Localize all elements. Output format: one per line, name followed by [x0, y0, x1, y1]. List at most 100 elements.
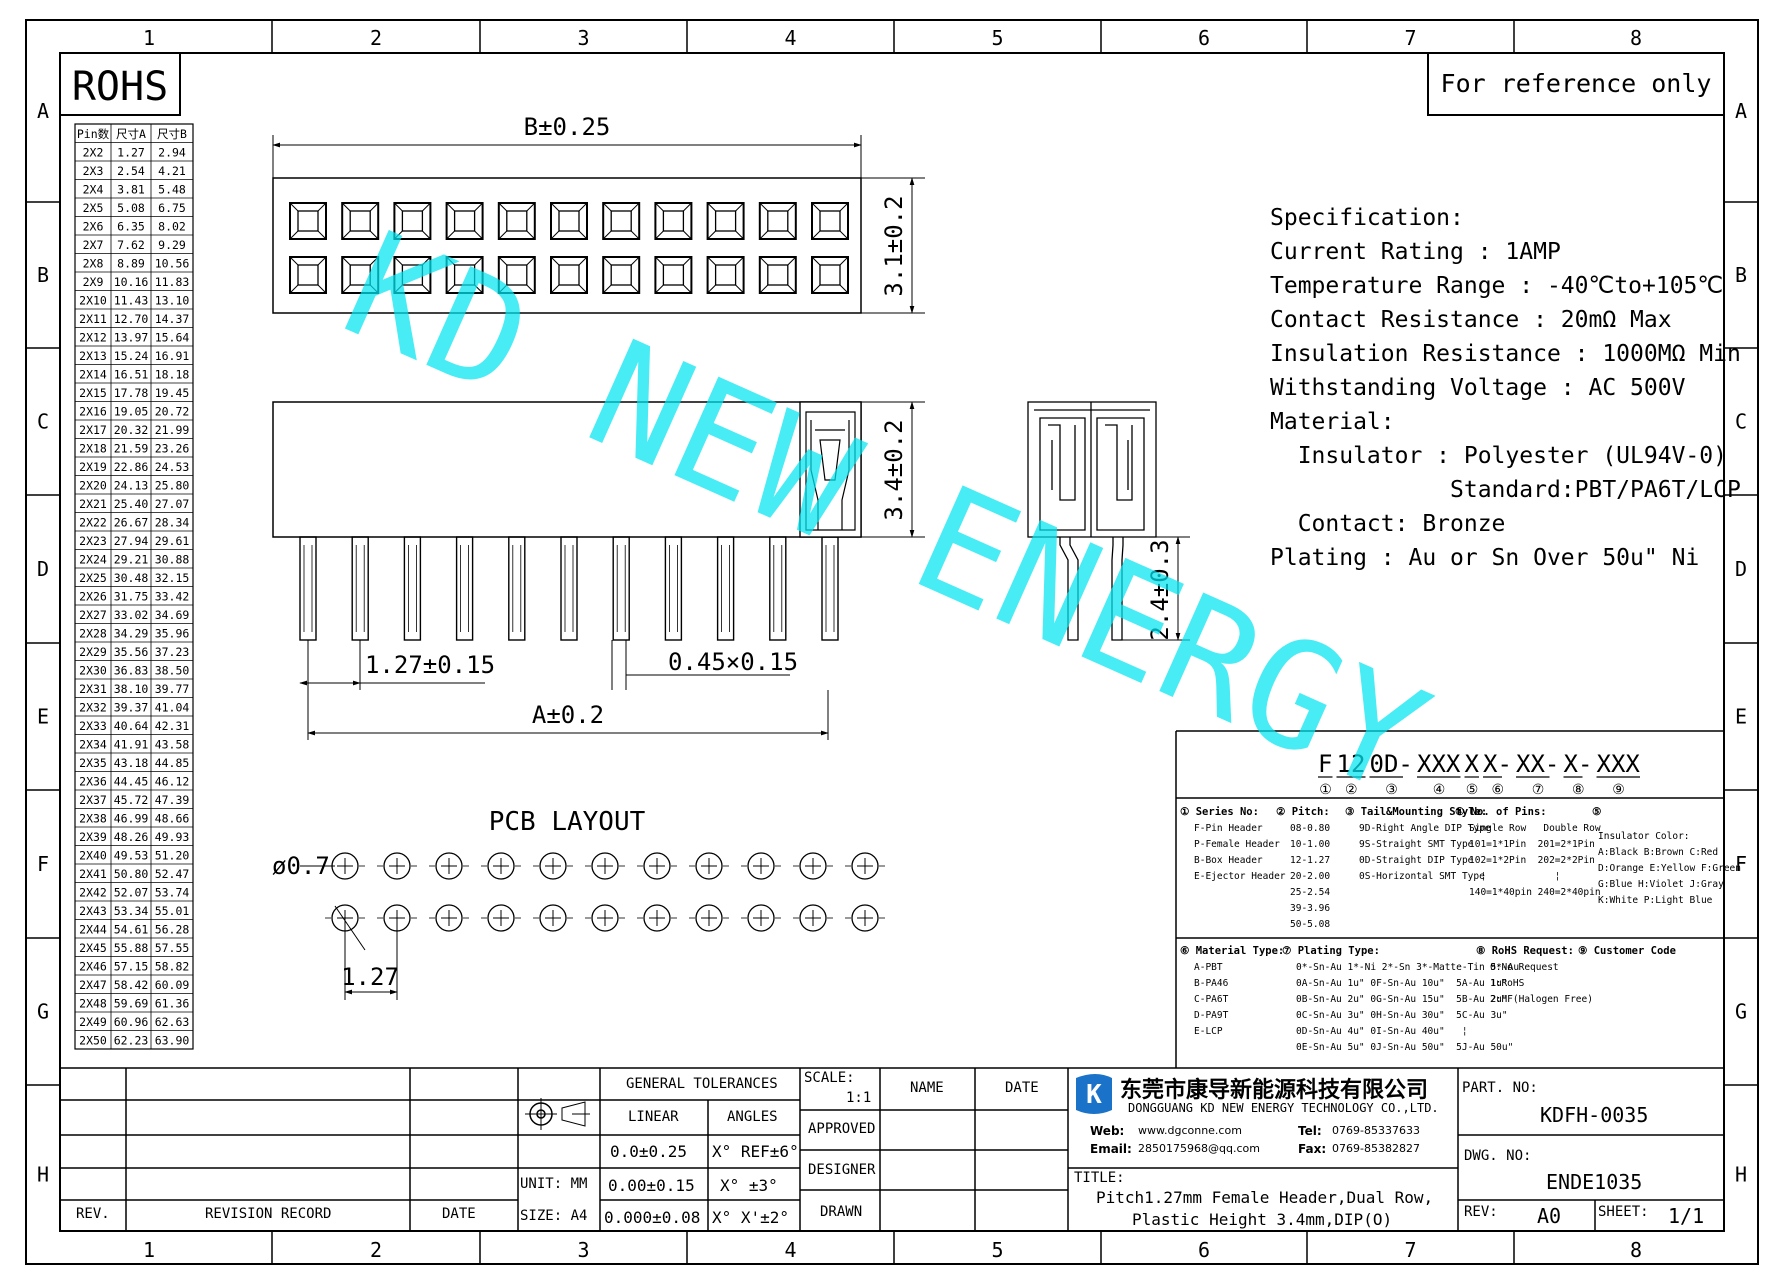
- pin-table-cell: 48.26: [114, 830, 149, 844]
- pin-table-cell: 12.70: [114, 312, 149, 326]
- spec-line: Specification:: [1270, 205, 1464, 231]
- pin-table-cell: 2X35: [79, 756, 107, 770]
- pin-table-cell: 7.62: [117, 238, 145, 252]
- spec-line: Insulator : Polyester (UL94V-0): [1270, 443, 1727, 469]
- front-view: 3.4±0.2 1.27±0.15 0.45×0.15 A±0.2: [272, 401, 925, 740]
- col-label-bottom: 6: [1198, 1238, 1210, 1262]
- pcb-hole: [851, 904, 879, 932]
- col-label-top: 5: [991, 26, 1003, 50]
- legend-line: 9D-Right Angle DIP Type: [1359, 823, 1491, 834]
- dim-tail-label: 2.4±0.3: [1146, 539, 1174, 640]
- pin-table-cell: 25.80: [155, 479, 190, 493]
- pin-table-cell: 2X25: [79, 571, 107, 585]
- legend-line: ¦ ¦: [1469, 871, 1561, 882]
- legend-line: E-Ejector Header: [1194, 871, 1286, 882]
- side-section-view: [1027, 401, 1190, 641]
- contact-cavity: [811, 256, 849, 294]
- row-label-left: B: [37, 263, 49, 287]
- email-value: 2850175968@qq.com: [1138, 1142, 1260, 1155]
- pcb-hole: [487, 904, 515, 932]
- legend-line: 0:No Request: [1490, 962, 1559, 973]
- pin-table-cell: 32.15: [155, 571, 190, 585]
- legend-line: G:Blue H:Violet J:Gray: [1598, 879, 1724, 890]
- tel-label: Tel:: [1298, 1124, 1322, 1138]
- part-code-segment: F: [1318, 750, 1332, 778]
- pin-table-cell: 60.09: [155, 978, 190, 992]
- pin-table-cell: 26.67: [114, 516, 149, 530]
- fax-label: Fax:: [1298, 1142, 1327, 1156]
- pcb-hole: [799, 852, 827, 880]
- spec-line: Contact: Bronze: [1270, 511, 1505, 537]
- pin-table-cell: 2X33: [79, 719, 107, 733]
- header-pin: [612, 536, 630, 641]
- pin-table-cell: 27.07: [155, 497, 190, 511]
- legend-line: 0S-Horizontal SMT Type: [1359, 871, 1485, 882]
- pin-table-cell: 2X17: [79, 423, 107, 437]
- row-label-right: F: [1735, 852, 1747, 876]
- pin-table-cell: 2X14: [79, 368, 107, 382]
- pin-table-cell: 2X39: [79, 830, 107, 844]
- pin-table-cell: 59.69: [114, 997, 149, 1011]
- legend-line: 140=1*40pin 240=2*40pin: [1469, 887, 1601, 898]
- legend-line: 0C-Sn-Au 3u" 0H-Sn-Au 30u" 5C-Au 3u": [1296, 1010, 1508, 1021]
- reference-box: [1427, 52, 1725, 116]
- sheet-value: 1/1: [1668, 1204, 1705, 1228]
- legend-line: 101=1*1Pin 201=2*1Pin: [1469, 839, 1595, 850]
- col-label-top: 2: [370, 26, 382, 50]
- pin-table-cell: 62.23: [114, 1034, 149, 1048]
- pin-table-cell: 27.94: [114, 534, 149, 548]
- pin-table-cell: 20.32: [114, 423, 149, 437]
- approved-label: APPROVED: [808, 1121, 876, 1137]
- pin-table-cell: 2X22: [79, 516, 107, 530]
- part-no-value: KDFH-0035: [1540, 1103, 1649, 1127]
- pin-table-cell: 28.34: [155, 516, 190, 530]
- pin-table-cell: 2X7: [83, 238, 104, 252]
- outer-frame: [25, 19, 1759, 1265]
- pin-table-cell: 2X23: [79, 534, 107, 548]
- contact-cavity: [497, 256, 536, 294]
- pin-table-cell: 1.27: [117, 146, 145, 160]
- pin-table-cell: 38.50: [155, 664, 190, 678]
- row-label-right: A: [1735, 99, 1747, 123]
- col-label-bottom: 7: [1404, 1238, 1416, 1262]
- size-label: SIZE: A4: [520, 1208, 588, 1224]
- pin-table-cell: 2X41: [79, 867, 107, 881]
- contact-cavity: [497, 202, 536, 240]
- pin-table-cell: 48.66: [155, 812, 190, 826]
- contact-cavity: [654, 256, 693, 294]
- row-label-right: E: [1735, 705, 1747, 729]
- company-logo: K: [1076, 1074, 1112, 1114]
- pin-table-cell: 2X21: [79, 497, 107, 511]
- pin-table-cell: 4.21: [158, 164, 186, 178]
- pin-table-cell: 34.69: [155, 608, 190, 622]
- legend-line: E-LCP: [1194, 1026, 1223, 1037]
- angles-label: ANGLES: [727, 1109, 778, 1125]
- pcb-layout-title: PCB LAYOUT: [489, 807, 646, 837]
- pin-table-cell: 2X5: [83, 201, 104, 215]
- contact-cavity: [445, 202, 484, 240]
- header-pin: [560, 536, 578, 641]
- pin-table-cell: 63.90: [155, 1034, 190, 1048]
- scale-label: SCALE:: [804, 1070, 855, 1086]
- pin-table-cell: 8.02: [158, 220, 186, 234]
- part-code-marker: ③: [1385, 782, 1398, 798]
- part-code-marker: ⑥: [1492, 782, 1505, 798]
- tol-angle-1: X° REF±6°: [712, 1142, 799, 1161]
- pcb-hole: [695, 852, 723, 880]
- pin-table-cell: 40.64: [114, 719, 149, 733]
- legend-line: 12-1.27: [1290, 855, 1330, 866]
- legend-line: 0D-Straight DIP Type: [1359, 855, 1474, 866]
- part-code-marker: ⑦: [1532, 782, 1545, 798]
- pin-table-cell: 6.35: [117, 220, 145, 234]
- col-label-top: 8: [1630, 26, 1642, 50]
- header-pin: [299, 536, 317, 641]
- pin-table-cell: 30.48: [114, 571, 149, 585]
- contact-cavity: [393, 256, 432, 294]
- legend-line: D:Orange E:Yellow F:Green: [1598, 863, 1741, 874]
- pin-table-cell: 2X46: [79, 960, 107, 974]
- pcb-hole: [643, 852, 671, 880]
- pcb-hole: [487, 852, 515, 880]
- svg-text:K: K: [1086, 1080, 1102, 1110]
- header-pin: [664, 536, 683, 641]
